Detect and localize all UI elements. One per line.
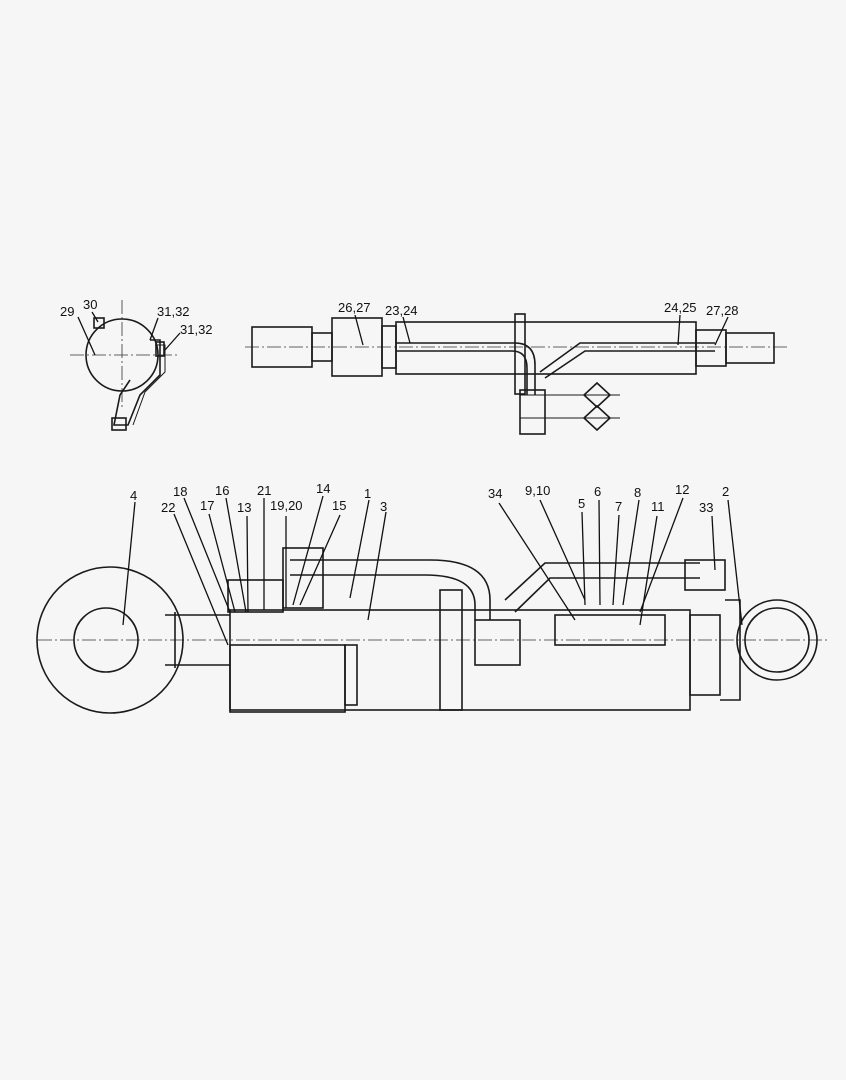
callout-27-28: 27,28 <box>706 303 739 318</box>
callout-33: 33 <box>699 500 713 515</box>
callout-6: 6 <box>594 484 601 499</box>
side-view-leaders <box>122 495 743 646</box>
callout-13: 13 <box>237 500 251 515</box>
callout-29: 29 <box>60 304 74 319</box>
callout-9-10: 9,10 <box>525 483 550 498</box>
callout-22: 22 <box>161 500 175 515</box>
callout-24-25: 24,25 <box>664 300 697 315</box>
callout-3: 3 <box>380 499 387 514</box>
side-view: 4 22 18 17 16 13 21 19,20 14 15 1 3 34 9… <box>36 481 830 714</box>
callout-31-32-b: 31,32 <box>180 322 213 337</box>
callout-17: 17 <box>200 498 214 513</box>
callout-34: 34 <box>488 486 502 501</box>
top-view: 26,27 23,24 24,25 27,28 <box>245 300 790 435</box>
callout-14: 14 <box>316 481 330 496</box>
callout-5: 5 <box>578 496 585 511</box>
callout-19-20: 19,20 <box>270 498 303 513</box>
callout-15: 15 <box>332 498 346 513</box>
callout-16: 16 <box>215 483 229 498</box>
callout-8: 8 <box>634 485 641 500</box>
callout-31-32-a: 31,32 <box>157 304 190 319</box>
callout-1: 1 <box>364 486 371 501</box>
callout-2: 2 <box>722 484 729 499</box>
callout-18: 18 <box>173 484 187 499</box>
end-view: 29 30 31,32 31,32 <box>60 297 213 431</box>
callout-23-24: 23,24 <box>385 303 418 318</box>
callout-26-27: 26,27 <box>338 300 371 315</box>
callout-21: 21 <box>257 483 271 498</box>
callout-12: 12 <box>675 482 689 497</box>
callout-4: 4 <box>130 488 137 503</box>
callout-7: 7 <box>615 499 622 514</box>
callout-30: 30 <box>83 297 97 312</box>
callout-11: 11 <box>651 499 665 514</box>
